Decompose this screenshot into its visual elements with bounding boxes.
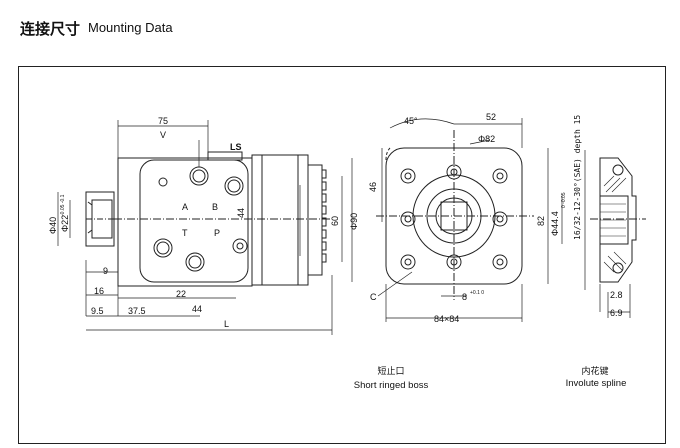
spline-section <box>599 157 637 283</box>
dim-phi22: Φ22 <box>60 215 70 232</box>
dim-82: 82 <box>536 216 546 226</box>
bolt-hole-2 <box>232 238 248 254</box>
port-label-v: V <box>160 130 166 140</box>
port-t <box>153 238 173 258</box>
ls-port-boss <box>207 151 243 161</box>
dim-8-tolerance: +0.1 0 <box>470 290 484 296</box>
front-view <box>57 120 353 335</box>
label-c: C <box>370 292 377 302</box>
dim-l: L <box>224 319 229 329</box>
dim-22: 22 <box>176 289 186 299</box>
title-english: Mounting Data <box>88 20 173 35</box>
stator-section <box>251 154 309 286</box>
dim-46: 46 <box>368 182 378 192</box>
port-label-p: P <box>214 228 220 238</box>
caption-involute-spline: Involute spline <box>565 378 627 389</box>
dim-phi90: Φ90 <box>349 213 359 230</box>
spline-bolt-bottom <box>612 262 624 274</box>
dim-52: 52 <box>486 112 496 122</box>
dim-9: 9 <box>103 266 108 276</box>
dim-44-bottom: 44 <box>192 304 202 314</box>
port-label-ls: LS <box>230 142 242 152</box>
dim-6-9: 6.9 <box>610 308 623 318</box>
port-v <box>189 166 209 186</box>
dim-phi82: Φ82 <box>478 134 495 144</box>
title-chinese: 连接尺寸 <box>20 20 81 38</box>
drawing-frame <box>18 66 666 444</box>
spline-view <box>561 150 646 318</box>
caption-short-ringed-boss: Short ringed boss <box>353 380 429 391</box>
dim-phi40-tolerance: -0.05 -0.1 <box>60 194 66 216</box>
spline-dimension-lines <box>561 150 631 318</box>
mounting-bolt-4 <box>492 254 508 270</box>
front-dimension-lines <box>57 120 353 335</box>
port-label-t: T <box>182 228 188 238</box>
mounting-bolt-1 <box>400 168 416 184</box>
end-cap-teeth <box>322 169 327 263</box>
spline-hatch <box>603 175 627 273</box>
caption-involute-spline-zh: 内花键 <box>581 367 609 377</box>
dim-16: 16 <box>94 286 104 296</box>
port-label-a: A <box>182 202 188 212</box>
dim-60: 60 <box>330 216 340 226</box>
mounting-bolt-2 <box>492 168 508 184</box>
dim-phi44-4-tolerance: 0 -0.05 <box>561 192 567 208</box>
dim-9-5: 9.5 <box>91 306 104 316</box>
spline-spec: 16/32-12-30°(SAE) depth 15 <box>573 115 582 240</box>
port-face <box>139 159 249 283</box>
caption-short-ringed-boss-zh: 短止口 <box>377 367 405 377</box>
dim-phi40: Φ40 <box>48 217 58 234</box>
boss-hatch <box>87 201 93 234</box>
mounting-bolt-3 <box>400 254 416 270</box>
side-view <box>376 118 549 322</box>
spline-bolt-top <box>612 164 624 176</box>
bolt-hole-1 <box>158 177 168 187</box>
dim-8: 8 <box>462 292 467 302</box>
end-cap <box>307 164 323 276</box>
dim-75: 75 <box>158 116 168 126</box>
dim-45-degree: 45° <box>404 116 418 126</box>
dim-37-5: 37.5 <box>128 306 146 316</box>
port-p <box>185 252 205 272</box>
dim-phi44-4: Φ44.4 <box>550 211 560 236</box>
dim-84x84: 84×84 <box>434 314 459 324</box>
port-b <box>224 176 244 196</box>
dim-2-8: 2.8 <box>610 290 623 300</box>
side-dimension-lines <box>377 118 549 322</box>
dim-44-vertical: 44 <box>236 208 246 218</box>
port-label-b: B <box>212 202 218 212</box>
